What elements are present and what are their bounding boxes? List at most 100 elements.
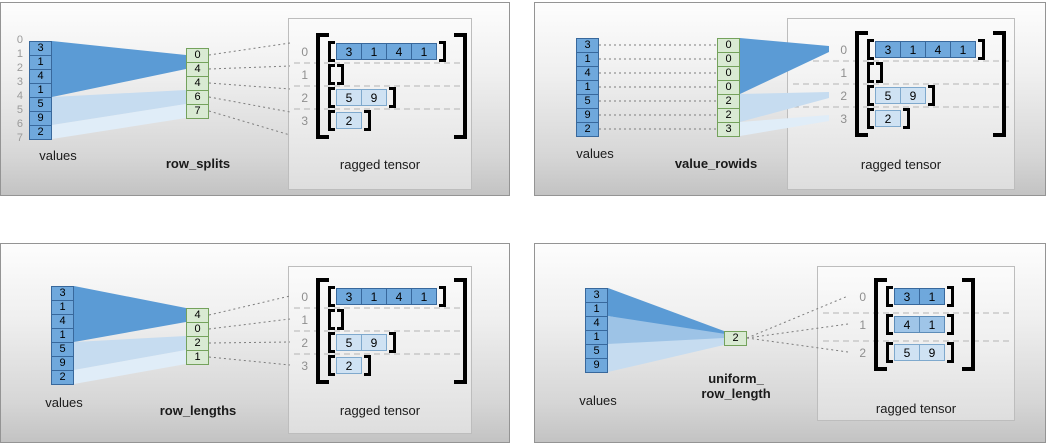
values-label: values (39, 148, 77, 163)
mini-bracket-left (867, 85, 874, 106)
boundary-index: 5 (16, 104, 23, 116)
partition-cell: 0 (717, 66, 740, 81)
values-label: values (579, 393, 617, 408)
tensor-row-index: 0 (301, 290, 308, 304)
tensor-cell: 4 (925, 41, 951, 58)
tensor-cell: 1 (361, 43, 387, 60)
partition-cell: 2 (186, 336, 209, 351)
value-cell: 5 (29, 97, 52, 112)
tensor-row-index: 1 (840, 66, 847, 80)
tensor-cell: 3 (875, 41, 901, 58)
tensor-cell: 9 (919, 344, 945, 361)
tensor-row-index: 1 (859, 318, 866, 332)
mini-bracket-left (328, 41, 335, 62)
value-cell: 1 (51, 300, 74, 315)
value-cell: 9 (585, 358, 608, 373)
partition-cell: 4 (186, 76, 209, 91)
method-label: uniform_ row_length (701, 371, 771, 401)
value-cell: 1 (576, 80, 599, 95)
tensor-cell: 1 (919, 316, 945, 333)
tensor-cell: 5 (894, 344, 920, 361)
big-bracket-left (855, 31, 868, 137)
mini-bracket-left (328, 309, 335, 330)
value-cell: 3 (29, 41, 52, 56)
mini-bracket-right (978, 39, 985, 60)
partition-cell: 0 (717, 52, 740, 67)
mini-bracket-right (876, 62, 883, 83)
tensor-cell: 3 (336, 43, 362, 60)
mini-bracket-left (328, 64, 335, 85)
tensor-cell: 1 (900, 41, 926, 58)
tensor-row-index: 3 (301, 114, 308, 128)
value-cell: 9 (51, 356, 74, 371)
tensor-row-index: 2 (301, 91, 308, 105)
partition-cell: 2 (717, 108, 740, 123)
boundary-index: 3 (16, 76, 23, 88)
tensor-cell: 1 (411, 43, 437, 60)
value-cell: 5 (585, 344, 608, 359)
tensor-cell: 5 (875, 87, 901, 104)
value-cell: 9 (29, 111, 52, 126)
value-cell: 4 (29, 69, 52, 84)
big-bracket-left (316, 33, 329, 139)
value-cell: 1 (51, 328, 74, 343)
mini-bracket-left (328, 87, 335, 108)
mini-bracket-left (328, 110, 335, 131)
boundary-index: 7 (16, 132, 23, 144)
tensor-row-index: 1 (301, 313, 308, 327)
tensor-row-index: 0 (301, 45, 308, 59)
value-cell: 5 (576, 94, 599, 109)
value-cell: 1 (29, 55, 52, 70)
ragged-tensor-label: ragged tensor (339, 157, 421, 172)
tensor-row-index: 2 (859, 346, 866, 360)
mini-bracket-right (439, 41, 446, 62)
method-label: row_splits (165, 156, 231, 171)
tensor-cell: 9 (361, 334, 387, 351)
mini-bracket-right (947, 342, 954, 363)
mini-bracket-left (328, 286, 335, 307)
mini-bracket-right (337, 64, 344, 85)
tensor-cell: 5 (336, 334, 362, 351)
value-cell: 2 (576, 122, 599, 137)
tensor-cell: 1 (411, 288, 437, 305)
mini-bracket-left (867, 62, 874, 83)
tensor-cell: 2 (336, 357, 362, 374)
ragged-tensor-label: ragged tensor (875, 401, 957, 416)
method-label: value_rowids (674, 156, 758, 171)
mini-bracket-right (903, 108, 910, 129)
mini-bracket-left (328, 355, 335, 376)
tensor-cell: 2 (336, 112, 362, 129)
boundary-index: 4 (16, 90, 23, 102)
mini-bracket-left (886, 342, 893, 363)
big-bracket-left (316, 278, 329, 384)
mini-bracket-left (328, 332, 335, 353)
value-cell: 3 (51, 286, 74, 301)
partition-cell: 4 (186, 62, 209, 77)
mini-bracket-right (947, 286, 954, 307)
tensor-cell: 1 (919, 288, 945, 305)
value-cell: 1 (29, 83, 52, 98)
tensor-row-index: 2 (301, 336, 308, 350)
method-label: row_lengths (159, 403, 237, 418)
tensor-row-index: 2 (840, 89, 847, 103)
ragged-tensor-label: ragged tensor (339, 403, 421, 418)
ragged-tensor-label: ragged tensor (860, 157, 942, 172)
values-label: values (576, 146, 614, 161)
tensor-cell: 1 (950, 41, 976, 58)
mini-bracket-right (364, 355, 371, 376)
mini-bracket-right (947, 314, 954, 335)
mini-bracket-right (337, 309, 344, 330)
partition-cell: 2 (724, 331, 747, 346)
value-cell: 2 (51, 370, 74, 385)
tensor-cell: 5 (336, 89, 362, 106)
boundary-index: 2 (16, 62, 23, 74)
tensor-cell: 9 (900, 87, 926, 104)
value-cell: 9 (576, 108, 599, 123)
partition-cell: 0 (186, 322, 209, 337)
partition-cell: 2 (717, 94, 740, 109)
mini-bracket-right (439, 286, 446, 307)
